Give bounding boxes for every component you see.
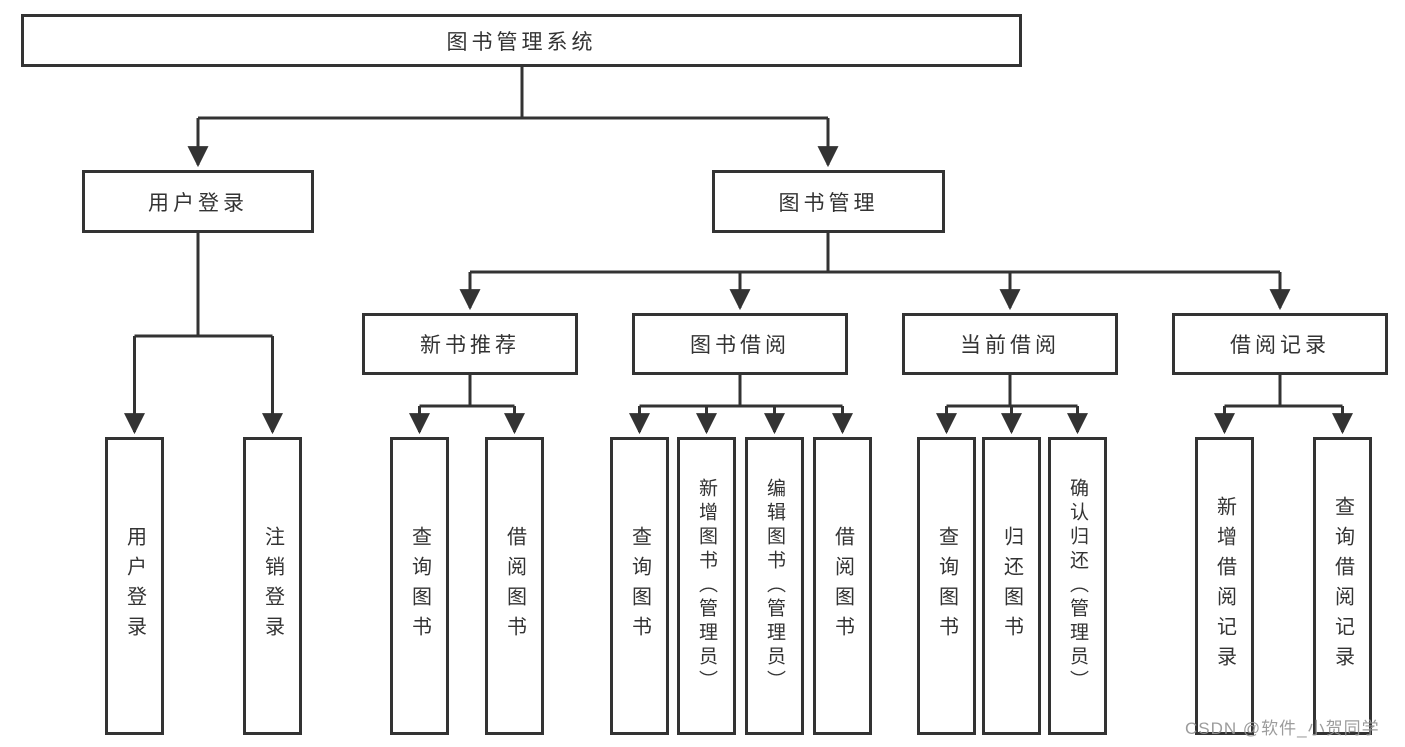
- node-user-login-leaf: 用户登录: [105, 437, 164, 735]
- node-query-books-2: 查询图书: [610, 437, 669, 735]
- node-label: 借阅图书: [831, 526, 854, 646]
- connector-new-book-branch: [419, 375, 515, 408]
- connector-book-borrowing-branch: [639, 375, 843, 408]
- node-label: 编辑图书（管理员）: [764, 478, 785, 694]
- node-add-borrowing-record: 新增借阅记录: [1195, 437, 1254, 735]
- node-label: 图书管理系统: [446, 30, 597, 54]
- node-new-book-recommendation: 新书推荐: [362, 313, 578, 375]
- node-label: 新增借阅记录: [1213, 496, 1236, 676]
- connector-current-borrowing-branch: [946, 375, 1078, 408]
- node-label: 查询借阅记录: [1331, 496, 1354, 676]
- node-confirm-return-admin: 确认归还（管理员）: [1048, 437, 1107, 735]
- node-query-books-1: 查询图书: [390, 437, 449, 735]
- node-label: 查询图书: [628, 526, 651, 646]
- node-label: 图书借阅: [690, 334, 790, 357]
- node-label: 图书管理: [778, 191, 879, 215]
- node-borrow-books-2: 借阅图书: [813, 437, 872, 735]
- node-label: 用户登录: [123, 526, 146, 646]
- node-label: 新增图书（管理员）: [696, 478, 717, 694]
- connector-borrowing-records-branch: [1224, 375, 1343, 408]
- csdn-watermark: CSDN @软件_小贺同学: [1185, 719, 1380, 738]
- connector-user-login-branch: [134, 233, 273, 338]
- node-edit-books-admin: 编辑图书（管理员）: [745, 437, 804, 735]
- node-logout: 注销登录: [243, 437, 302, 735]
- node-borrow-books-1: 借阅图书: [485, 437, 544, 735]
- node-current-borrowing: 当前借阅: [902, 313, 1118, 375]
- node-label: 借阅记录: [1230, 334, 1330, 357]
- node-label: 查询图书: [408, 526, 431, 646]
- node-borrowing-records: 借阅记录: [1172, 313, 1388, 375]
- node-label: 归还图书: [1000, 526, 1023, 646]
- connector-book-management-branch: [470, 233, 1280, 274]
- node-book-management: 图书管理: [712, 170, 945, 233]
- node-query-books-3: 查询图书: [917, 437, 976, 735]
- node-label: 借阅图书: [503, 526, 526, 646]
- node-label: 查询图书: [935, 526, 958, 646]
- node-label: 当前借阅: [960, 334, 1060, 357]
- node-label: 用户登录: [148, 191, 248, 215]
- node-label: 确认归还（管理员）: [1067, 478, 1088, 694]
- node-label: 新书推荐: [420, 334, 520, 357]
- node-user-login: 用户登录: [82, 170, 314, 233]
- node-library-management-system: 图书管理系统: [21, 14, 1022, 67]
- node-add-books-admin: 新增图书（管理员）: [677, 437, 736, 735]
- node-book-borrowing: 图书借阅: [632, 313, 848, 375]
- connector-root-branch: [198, 66, 828, 120]
- node-query-borrowing-record: 查询借阅记录: [1313, 437, 1372, 735]
- node-return-books: 归还图书: [982, 437, 1041, 735]
- node-label: 注销登录: [261, 526, 284, 646]
